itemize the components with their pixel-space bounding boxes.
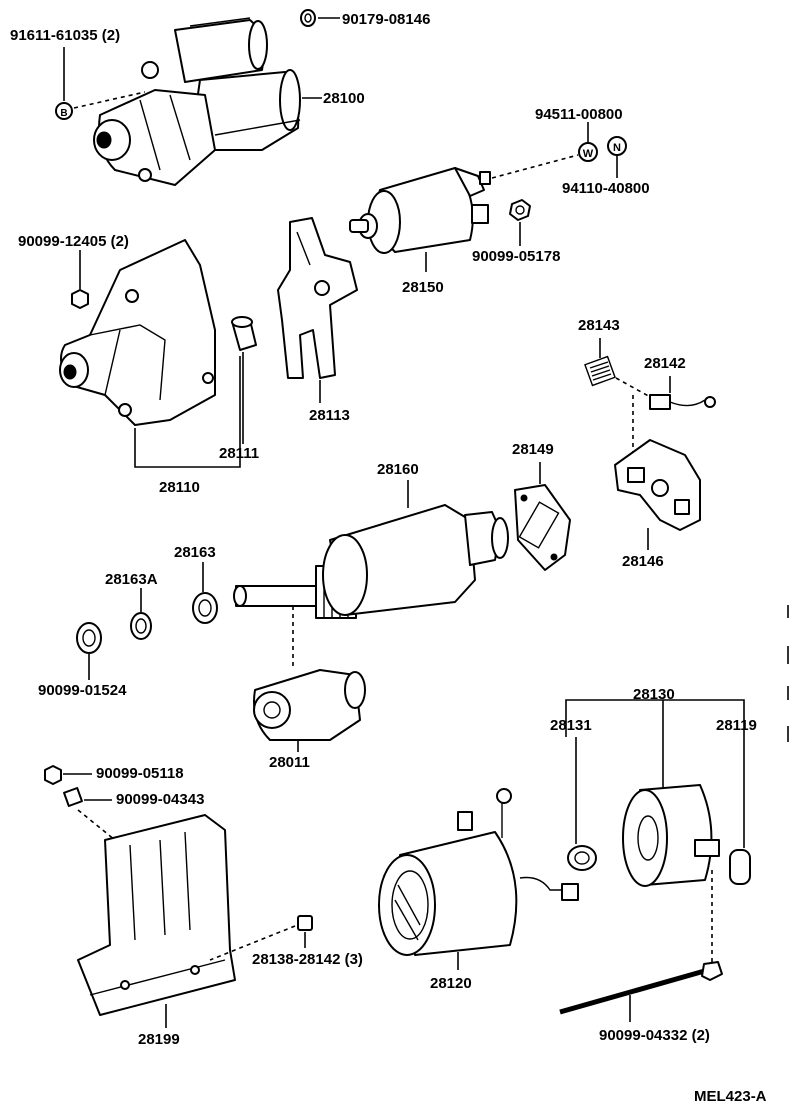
label-28138-28142: 28138-28142 (3)	[252, 951, 363, 968]
bushing-28131[interactable]	[567, 845, 597, 871]
brush-28142[interactable]	[649, 394, 716, 410]
label-28120: 28120	[430, 975, 472, 992]
label-94110-40800: 94110-40800	[562, 180, 650, 197]
protector-28199[interactable]	[77, 814, 236, 1016]
label-28149: 28149	[512, 441, 554, 458]
label-28146: 28146	[622, 553, 664, 570]
label-90099-12405: 90099-12405 (2)	[18, 233, 129, 250]
label-28160: 28160	[377, 461, 419, 478]
label-28150: 28150	[402, 279, 444, 296]
nut-marker-n-icon[interactable]: N	[607, 136, 627, 156]
drive-lever-28113[interactable]	[277, 217, 358, 379]
label-28142: 28142	[644, 355, 686, 372]
label-28111: 28111	[219, 445, 259, 462]
label-28131: 28131	[550, 717, 592, 734]
bolt-91611-icon[interactable]: B	[55, 102, 73, 120]
label-90099-04343: 90099-04343	[116, 791, 204, 808]
starter-housing-28110[interactable]	[59, 239, 216, 426]
nut-90099-05118-icon[interactable]	[44, 765, 62, 785]
label-90099-05118: 90099-05118	[96, 765, 184, 782]
label-28113: 28113	[309, 407, 350, 424]
label-90099-05178: 90099-05178	[472, 248, 560, 265]
washer-marker-w-icon[interactable]: W	[578, 142, 598, 162]
washer-28163[interactable]	[192, 592, 218, 624]
label-28130: 28130	[633, 686, 675, 703]
label-28163A: 28163A	[105, 571, 158, 588]
nut-90179-08146-icon[interactable]	[300, 9, 316, 27]
label-28100: 28100	[323, 90, 365, 107]
through-bolt-90099-04332[interactable]	[559, 961, 723, 1015]
label-28143: 28143	[578, 317, 620, 334]
label-91611-61035: 91611-61035 (2)	[10, 27, 120, 44]
label-28163: 28163	[174, 544, 216, 561]
nut-90099-05178-icon[interactable]	[509, 199, 531, 221]
label-28110: 28110	[159, 479, 200, 496]
snap-ring-28163A[interactable]	[130, 612, 152, 640]
nut-28138-28142-icon[interactable]	[297, 915, 313, 931]
bushing-28111[interactable]	[231, 316, 257, 351]
brush-holder-28146[interactable]	[614, 439, 701, 531]
label-28199: 28199	[138, 1031, 180, 1048]
svg-text:B: B	[60, 108, 67, 119]
nut-90099-12405-icon[interactable]	[71, 289, 89, 309]
figure-code: MEL423-A	[694, 1088, 767, 1105]
washer-90099-01524[interactable]	[76, 622, 102, 654]
starter-clutch-28011[interactable]	[253, 669, 366, 741]
starter-assembly-28100[interactable]	[93, 17, 301, 186]
bolt-90099-04343-icon[interactable]	[63, 787, 83, 807]
brush-holder-plate-28149[interactable]	[514, 484, 571, 571]
label-90099-01524: 90099-01524	[38, 682, 127, 699]
end-cap-28119[interactable]	[729, 849, 751, 885]
label-94511-00800: 94511-00800	[535, 106, 623, 123]
magnetic-switch-28150[interactable]	[349, 167, 491, 254]
label-28011: 28011	[269, 754, 310, 771]
svg-text:W: W	[583, 148, 594, 160]
label-90179-08146: 90179-08146	[342, 11, 430, 28]
svg-text:N: N	[613, 142, 621, 154]
armature-28160[interactable]	[233, 504, 509, 619]
brush-spring-28143[interactable]	[584, 355, 616, 387]
label-90099-04332: 90099-04332 (2)	[599, 1027, 710, 1044]
commutator-end-frame-28130[interactable]	[622, 784, 720, 887]
yoke-assembly-28120[interactable]	[378, 788, 579, 956]
label-28119: 28119	[716, 717, 757, 734]
